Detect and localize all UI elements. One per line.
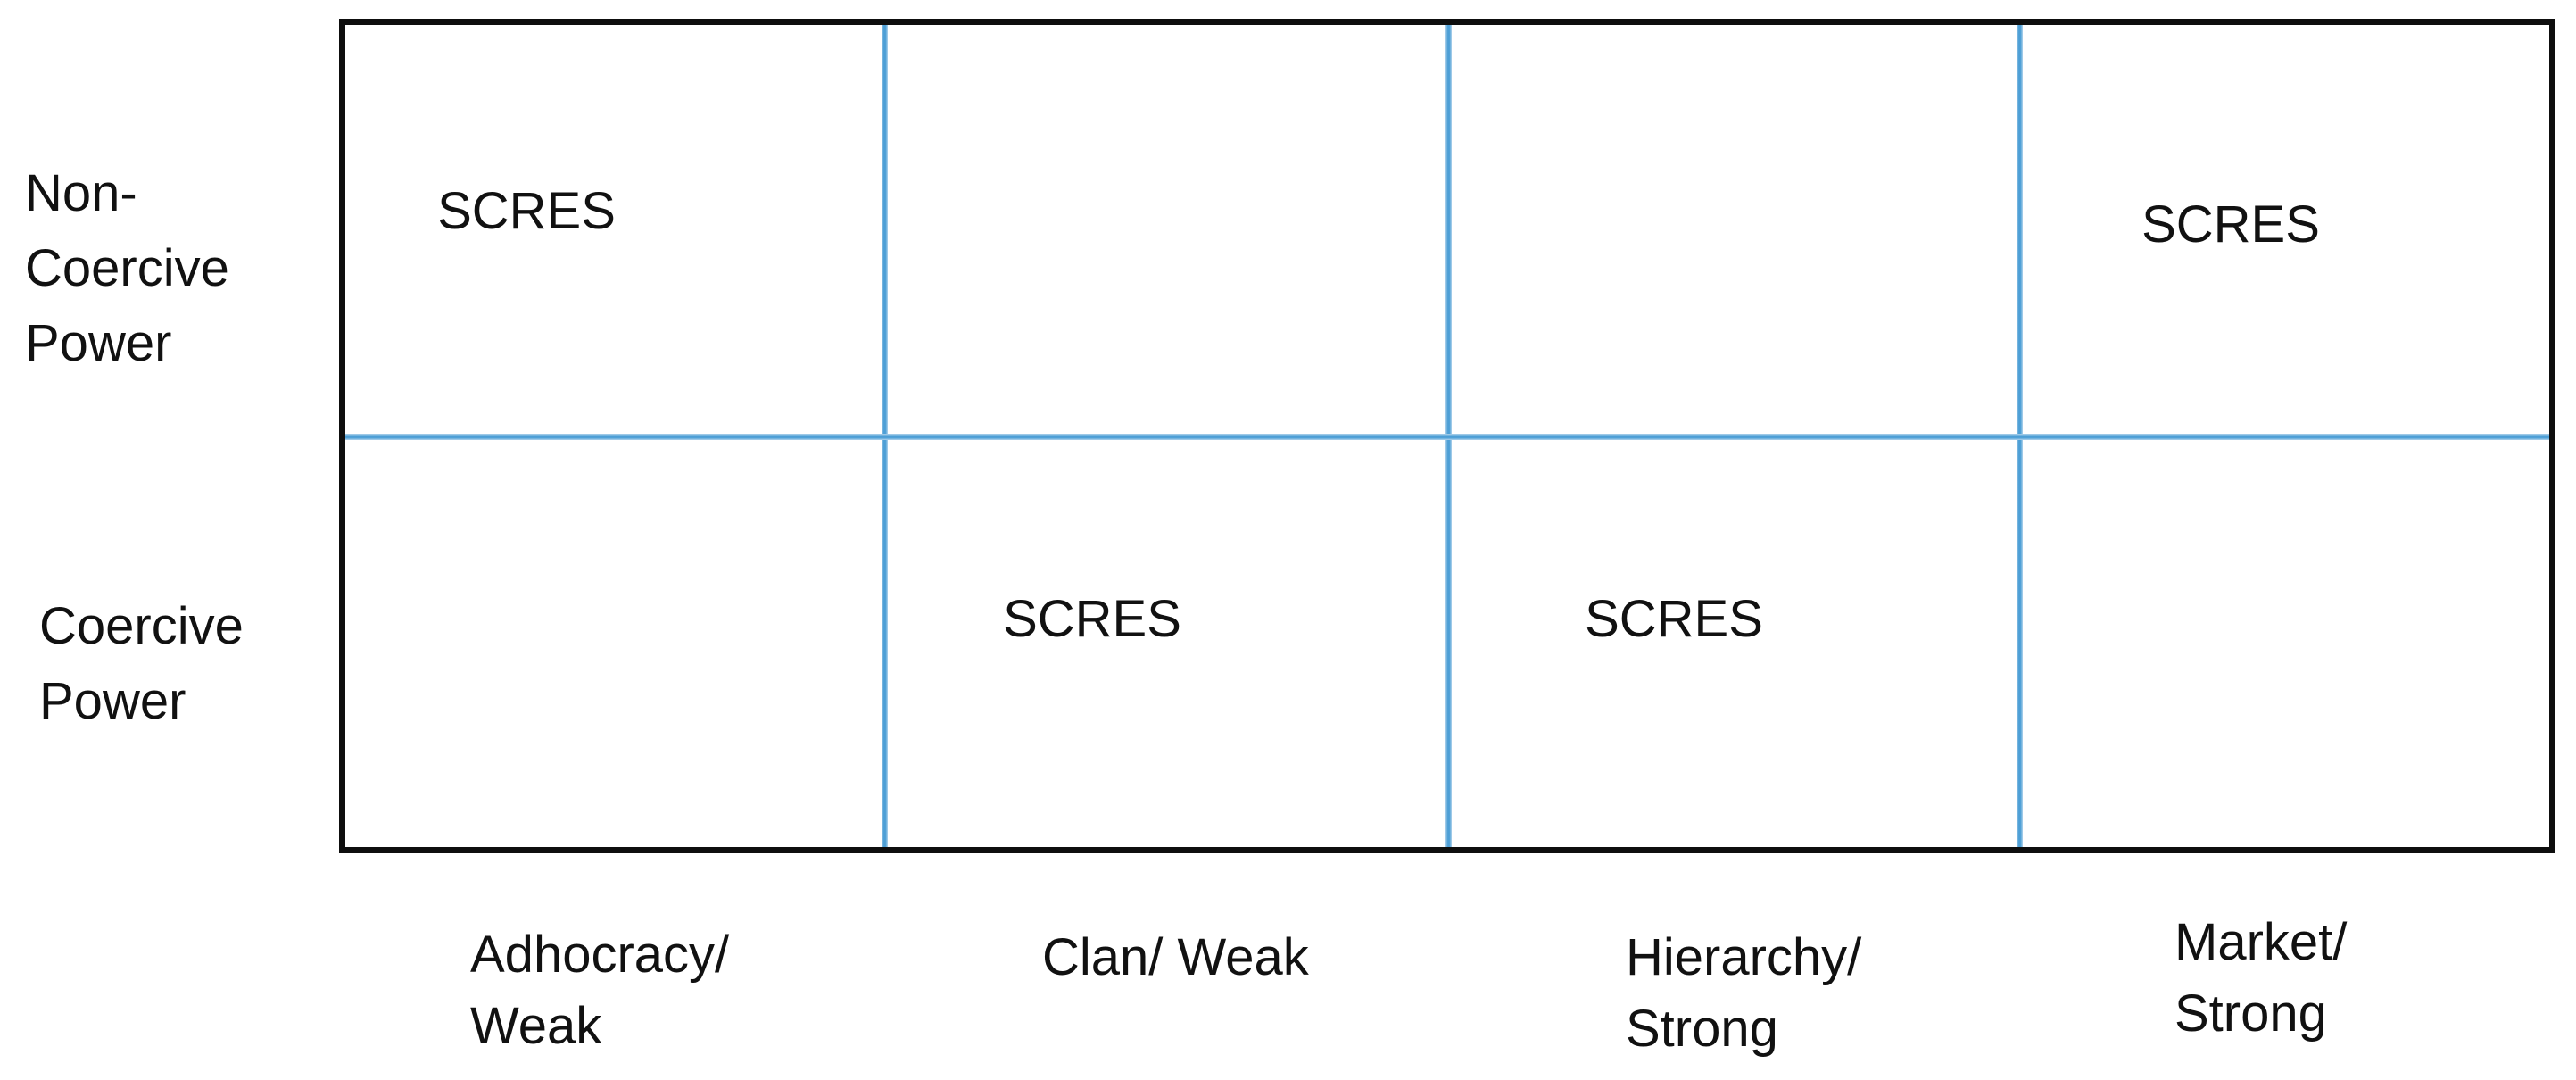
row-label-line: Power: [25, 314, 172, 372]
column-label-line: Hierarchy/: [1626, 928, 1862, 986]
column-label-clan-weak: Clan/ Weak: [1042, 922, 1309, 993]
column-label-market-strong: Market/ Strong: [2174, 907, 2347, 1050]
cell-label-scres-noncoercive-market: SCRES: [2141, 195, 2320, 253]
column-label-line: Adhocracy/: [470, 926, 730, 984]
column-label-line: Strong: [2174, 984, 2327, 1043]
column-label-line: Clan/ Weak: [1042, 928, 1309, 986]
row-label-line: Coercive: [39, 597, 244, 655]
row-label-line: Non-: [25, 164, 137, 222]
column-label-line: Weak: [470, 997, 602, 1055]
column-label-hierarchy-strong: Hierarchy/ Strong: [1626, 922, 1861, 1065]
cell-label-scres-coercive-clan: SCRES: [1003, 590, 1181, 648]
column-label-line: Strong: [1626, 1000, 1778, 1058]
column-label-adhocracy-weak: Adhocracy/ Weak: [470, 919, 729, 1062]
row-divider: [345, 434, 2549, 440]
row-label-line: Coercive: [25, 239, 229, 297]
row-label-line: Power: [39, 672, 186, 730]
row-label-non-coercive-power: Non- Coercive Power: [25, 156, 229, 381]
cell-label-scres-coercive-hierarchy: SCRES: [1585, 590, 1763, 648]
cell-label-scres-noncoercive-adhocracy: SCRES: [437, 182, 616, 240]
row-label-coercive-power: Coercive Power: [39, 589, 244, 739]
column-label-line: Market/: [2174, 913, 2348, 971]
